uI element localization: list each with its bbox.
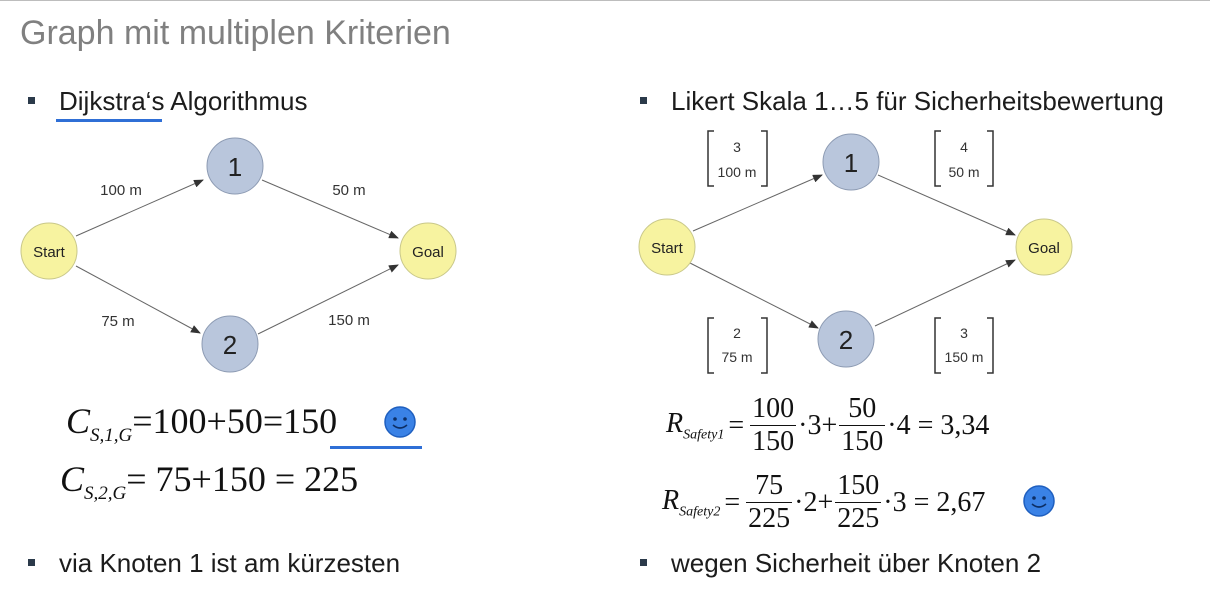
fraction-numerator: 50: [848, 393, 877, 424]
node-start: [638, 218, 696, 276]
fraction-denominator: 150: [839, 425, 886, 457]
smiley-icon: [1023, 485, 1055, 517]
multiplier-result: ·3 = 2,67: [883, 486, 986, 518]
bullet-text: wegen Sicherheit über Knoten 2: [671, 548, 1042, 578]
cost-subscript: S,1,G: [90, 425, 133, 447]
edge-start-1: [75, 179, 204, 237]
formula-safety-1: RSafety1 = 100 150 ·3+ 50 150 ·4 = 3,34: [666, 393, 990, 457]
right-graph: Start 1 2 Goal 3 100 m 4 50 m 2 75 m: [638, 130, 1073, 374]
node-1-label: 1: [228, 152, 242, 182]
vector-2-goal: 3 150 m: [934, 317, 994, 374]
vector-safety: 3: [733, 139, 741, 155]
node-start-label: Start: [33, 244, 66, 261]
vector-start-2: 2 75 m: [707, 317, 768, 374]
cost-symbol: C: [60, 459, 85, 499]
slide-title: Graph mit multiplen Kriterien: [20, 14, 451, 52]
edge-2-goal: [257, 264, 399, 335]
node-goal-label: Goal: [1028, 240, 1060, 257]
bullet-mark: [640, 558, 647, 566]
vector-start-1: 3 100 m: [707, 130, 768, 187]
underline-dijkstra: [56, 119, 162, 122]
bullet-mark: [28, 96, 35, 104]
fraction-numerator: 100: [752, 393, 795, 424]
left-graph: Start 1 2 Goal 100 m 50 m 75 m 150 m: [20, 137, 457, 373]
cost-result: 150: [283, 401, 338, 441]
edge-label-1-goal: 50 m: [332, 182, 365, 199]
bullet-mark: [640, 96, 647, 104]
fraction-numerator: 75: [755, 470, 784, 501]
vector-safety: 3: [960, 325, 968, 341]
edge-2-goal: [874, 259, 1016, 327]
bullet-shortest: via Knoten 1 ist am kürzesten: [28, 548, 400, 579]
cost-symbol: C: [66, 401, 91, 441]
node-start: [20, 222, 78, 280]
edge-1-goal: [877, 174, 1016, 236]
node-goal: [399, 222, 457, 280]
bullet-safety: wegen Sicherheit über Knoten 2: [640, 548, 1041, 579]
vector-distance: 100 m: [718, 164, 757, 180]
vector-1-goal: 4 50 m: [934, 130, 994, 187]
smiley-icon: [384, 406, 416, 438]
top-divider: [0, 0, 1210, 1]
fraction-denominator: 150: [750, 425, 797, 457]
edge-start-1: [692, 174, 823, 232]
r-subscript: Safety2: [679, 504, 721, 520]
vector-distance: 50 m: [948, 164, 979, 180]
node-2-label: 2: [839, 325, 853, 355]
underline-result: [330, 446, 422, 449]
bullet-dijkstra: Dijkstra‘s Algorithmus: [28, 86, 308, 117]
edge-label-2-goal: 150 m: [328, 312, 370, 329]
node-goal: [1015, 218, 1073, 276]
multiplier-result: ·4 = 3,34: [887, 409, 990, 441]
node-2: [201, 315, 259, 373]
formula-cost-1: CS,1,G=100+50=150: [66, 400, 337, 447]
multiplier: ·3+: [798, 409, 838, 441]
fraction-denominator: 225: [835, 502, 882, 534]
r-symbol: R: [666, 407, 684, 439]
r-subscript: Safety1: [683, 427, 725, 443]
node-start-label: Start: [651, 240, 684, 257]
fraction-numerator: 150: [837, 470, 880, 501]
vector-distance: 75 m: [721, 349, 752, 365]
bullet-mark: [28, 558, 35, 566]
edge-start-2: [689, 262, 819, 329]
cost-subscript: S,2,G: [84, 483, 127, 505]
bullet-text: Dijkstra‘s Algorithmus: [59, 86, 308, 116]
node-1: [206, 137, 264, 195]
formula-cost-2: CS,2,G= 75+150 = 225: [60, 458, 358, 505]
edge-label-start-1: 100 m: [100, 182, 142, 199]
vector-distance: 150 m: [945, 349, 984, 365]
bullet-likert: Likert Skala 1…5 für Sicherheitsbewertun…: [640, 86, 1164, 117]
bullet-text: Likert Skala 1…5 für Sicherheitsbewertun…: [671, 86, 1164, 116]
cost-expression: = 75+150 = 225: [126, 459, 359, 499]
r-symbol: R: [662, 484, 680, 516]
edge-1-goal: [261, 179, 399, 239]
multiplier: ·2+: [794, 486, 834, 518]
formula-safety-2: RSafety2 = 75 225 ·2+ 150 225 ·3 = 2,67: [662, 470, 986, 534]
vector-safety: 4: [960, 139, 968, 155]
vector-safety: 2: [733, 325, 741, 341]
edge-start-2: [75, 265, 201, 334]
edge-label-start-2: 75 m: [101, 313, 134, 330]
node-2: [817, 310, 875, 368]
cost-expression: =100+50=: [132, 401, 284, 441]
node-1-label: 1: [844, 148, 858, 178]
bullet-text: via Knoten 1 ist am kürzesten: [59, 548, 401, 578]
node-2-label: 2: [223, 330, 237, 360]
node-goal-label: Goal: [412, 244, 444, 261]
node-1: [822, 133, 880, 191]
fraction-denominator: 225: [746, 502, 793, 534]
